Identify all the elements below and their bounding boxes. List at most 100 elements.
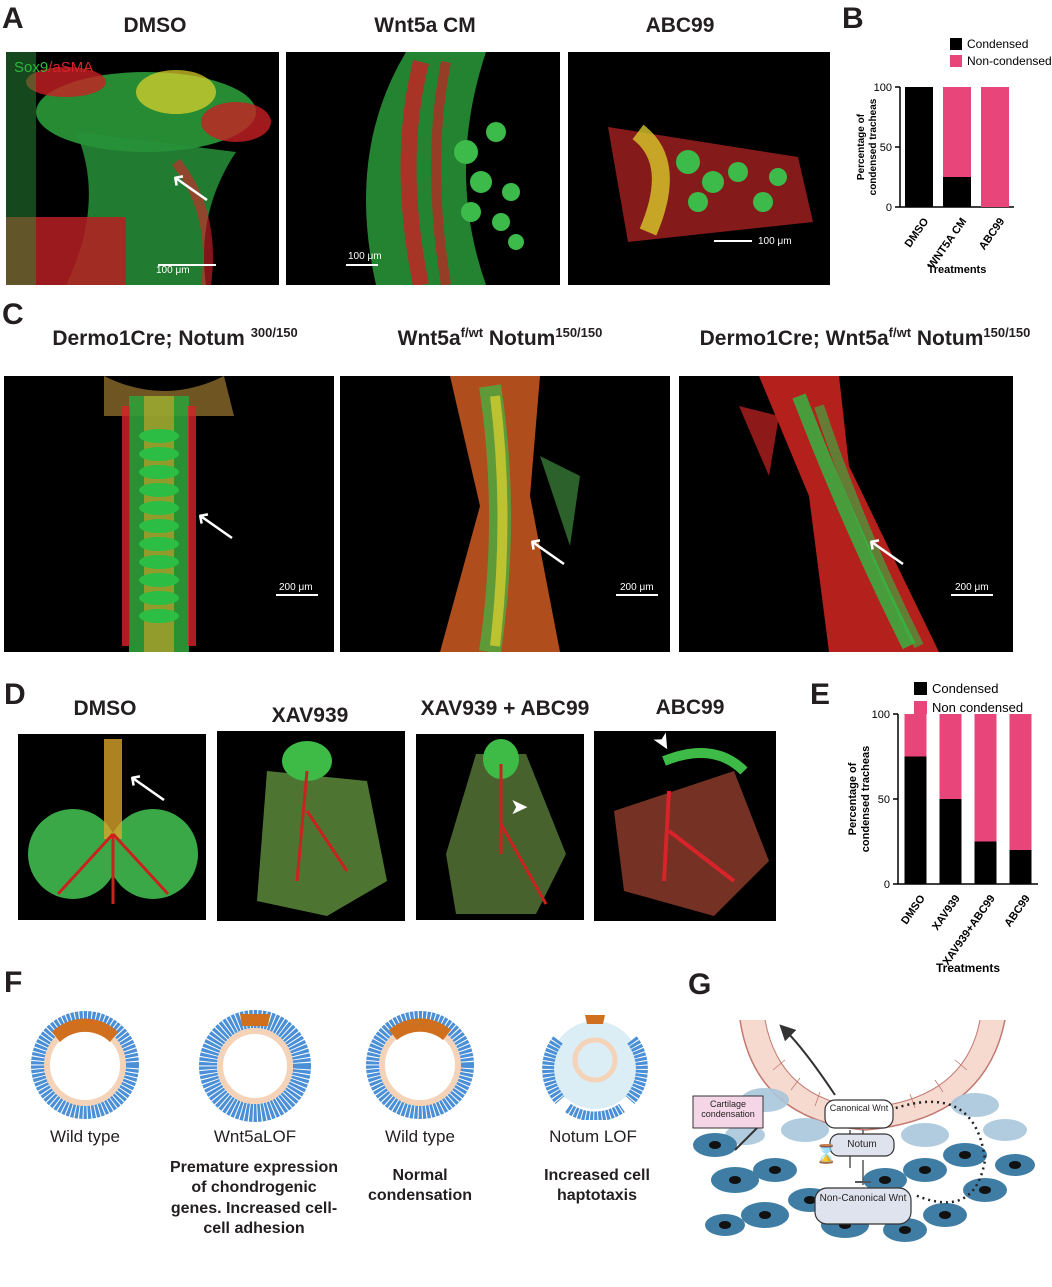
- panel-c-title-1: Dermo1Cre; Notum 300/150: [20, 326, 330, 349]
- label-cartilage-condensation: Cartilage condensation: [701, 1099, 755, 1120]
- stain-label-sep: /: [48, 59, 53, 76]
- x-tick-label: WNT5A CM: [926, 216, 970, 271]
- panel-a-title-wnt5a: Wnt5a CM: [374, 14, 476, 37]
- bar-segment: [974, 714, 997, 842]
- hourglass-icon: ⌛: [815, 1144, 838, 1164]
- ring-wnt5a-lof: [199, 1010, 311, 1122]
- bar-segment: [943, 87, 971, 177]
- bar-segment: [939, 799, 962, 884]
- ring-notum-lof: [542, 1015, 648, 1120]
- x-tick-label: DMSO: [899, 893, 928, 927]
- stain-label-red: aSMA: [52, 59, 94, 76]
- title-sup2: 150/150: [983, 325, 1031, 340]
- panel-a-title-dmso: DMSO: [123, 14, 187, 37]
- y-axis-label-line: Percentage of: [856, 113, 867, 180]
- scale-bar-label: 100 μm: [156, 265, 190, 276]
- y-tick-label: 0: [884, 879, 890, 891]
- y-axis-label: Percentage ofcondensed tracheas: [847, 746, 872, 852]
- title-text: Dermo1Cre; Wnt5a: [699, 327, 889, 350]
- title-sup: 300/150: [250, 325, 298, 340]
- scale-bar: [158, 264, 216, 266]
- micrograph-c-3: ⟵ 200 μm: [679, 376, 1013, 652]
- title-tail: Notum: [911, 327, 984, 350]
- panel-label-a: A: [2, 2, 24, 35]
- panel-label-c: C: [2, 298, 24, 331]
- y-axis-label-line: condensed tracheas: [868, 98, 879, 195]
- micrograph-c-1: ⟵ 200 μm: [4, 376, 334, 652]
- arrowhead-icon: ➤: [510, 794, 529, 819]
- panel-label-g: G: [688, 968, 712, 1001]
- micrograph-a-wnt5a-cm: 100 μm: [286, 52, 560, 285]
- legend-label: Condensed: [932, 681, 999, 696]
- subcaption-notum-lof: Increased cell haptotaxis: [544, 1167, 650, 1205]
- bar-segment: [974, 841, 997, 884]
- panel-label-d: D: [4, 678, 26, 711]
- bar-segment: [905, 87, 933, 207]
- y-tick-label: 100: [872, 709, 890, 721]
- scale-bar-label: 200 μm: [620, 582, 654, 593]
- micrograph-a-abc99: 100 μm: [568, 52, 830, 285]
- micrograph-d-dmso: ⟵: [18, 734, 206, 920]
- micrograph-d-xav-abc: ➤: [416, 734, 584, 920]
- y-tick-label: 50: [878, 794, 890, 806]
- bar-segment: [904, 756, 927, 884]
- scale-bar: [714, 240, 752, 242]
- panel-c-title-3: Dermo1Cre; Wnt5af/wt Notum150/150: [680, 326, 1050, 349]
- legend-swatch: [914, 682, 927, 695]
- ring-wild-type-2: [366, 1011, 474, 1119]
- panel-d-title-dmso: DMSO: [73, 697, 137, 720]
- y-axis-label-line: condensed tracheas: [860, 746, 872, 852]
- x-axis-label: Treatments: [928, 264, 987, 276]
- bar-segment: [904, 714, 927, 757]
- subcaption-wild-type-2: Normal condensation: [367, 1167, 472, 1205]
- micrograph-d-xav939: [217, 731, 405, 921]
- panel-label-f: F: [4, 966, 23, 999]
- title-tail: Notum: [483, 327, 556, 350]
- panel-label-b: B: [842, 2, 864, 35]
- bar-segment: [943, 177, 971, 207]
- scale-bar-label: 100 μm: [758, 236, 792, 247]
- scale-bar-label: 100 μm: [348, 251, 382, 262]
- legend-label: Non-condensed: [967, 54, 1052, 68]
- y-tick-label: 100: [874, 82, 892, 94]
- scale-bar-label: 200 μm: [279, 582, 313, 593]
- scale-bar-label: 200 μm: [955, 582, 989, 593]
- scale-bar: [616, 594, 658, 596]
- panel-label-e: E: [810, 678, 831, 711]
- label-notum: Notum: [847, 1139, 877, 1150]
- scale-bar: [276, 594, 318, 596]
- y-axis-label: Percentage ofcondensed tracheas: [856, 98, 879, 195]
- caption-wild-type-1: Wild type: [50, 1127, 120, 1146]
- micrograph-c-2: ⟵ 200 μm: [340, 376, 670, 652]
- panel-a-title-abc99: ABC99: [645, 14, 715, 37]
- x-tick-label: ABC99: [1002, 893, 1033, 929]
- y-tick-label: 50: [880, 142, 892, 154]
- legend-label: Non condensed: [932, 700, 1023, 715]
- title-text: Wnt5a: [397, 327, 461, 350]
- title-sup: f/wt: [460, 325, 484, 340]
- caption-notum-lof: Notum LOF: [549, 1127, 637, 1146]
- x-axis-label: Treatments: [936, 961, 1000, 975]
- stain-label-green: Sox9: [14, 59, 49, 76]
- scale-bar: [346, 264, 378, 266]
- bar-segment: [1009, 850, 1032, 884]
- title-sup2: 150/150: [555, 325, 603, 340]
- stain-label: Sox9/aSMA: [14, 59, 93, 76]
- panel-c-title-2: Wnt5af/wt Notum150/150: [350, 326, 650, 349]
- x-tick-label: DMSO: [903, 216, 932, 250]
- title-text: Dermo1Cre; Notum: [52, 327, 251, 350]
- bar-segment: [981, 87, 1009, 207]
- label-canonical-wnt: Canonical Wnt: [829, 1103, 889, 1113]
- panel-d-title-abc99: ABC99: [655, 696, 725, 719]
- label-non-canonical-wnt: Non-Canonical Wnt: [819, 1193, 907, 1204]
- schematic-g: [692, 1020, 1035, 1242]
- panel-d-title-xav939: XAV939: [271, 704, 349, 727]
- scale-bar: [951, 594, 993, 596]
- x-tick-label: XAV939: [930, 893, 963, 933]
- ring-wild-type-1: [31, 1011, 139, 1119]
- y-axis-label-line: Percentage of: [847, 762, 859, 835]
